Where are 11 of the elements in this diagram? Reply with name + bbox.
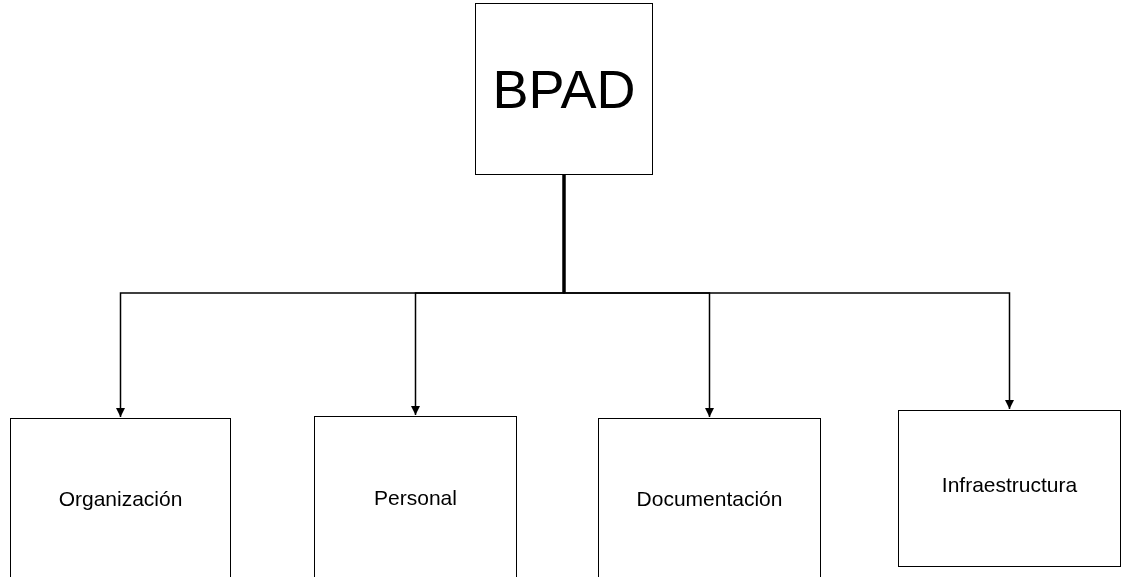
org-box [314,416,517,577]
org-box [598,418,821,577]
box-label: Documentación [636,487,783,511]
box-label: Infraestructura [941,472,1078,497]
connector-trunk [562,175,566,293]
box-label: Personal [374,486,457,510]
org-box [898,410,1121,567]
org-box [10,418,231,577]
box-label: Organización [58,487,183,511]
org-box [475,3,653,175]
box-label: BPAD [492,58,636,120]
